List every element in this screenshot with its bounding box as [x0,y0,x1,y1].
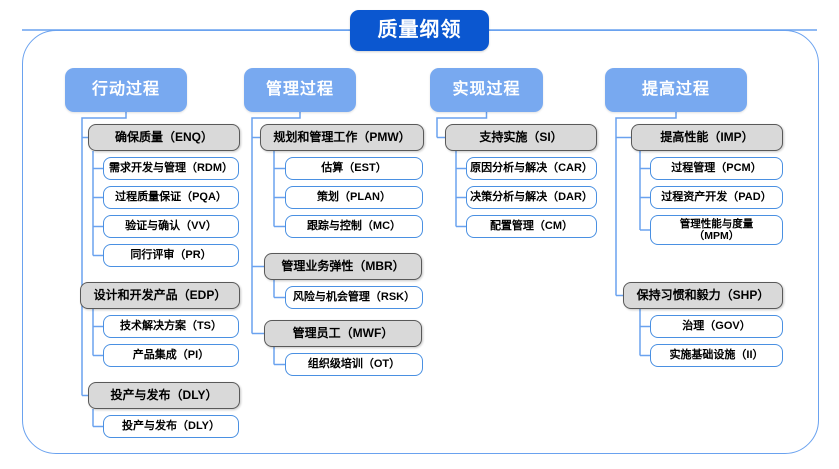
leaf-box-car[interactable]: 原因分析与解决（CAR） [466,157,597,180]
group-box-dly[interactable]: 投产与发布（DLY） [88,382,240,409]
leaf-box-pqa[interactable]: 过程质量保证（PQA） [103,186,239,209]
leaf-box-plan[interactable]: 策划（PLAN） [285,186,423,209]
leaf-box-mpm[interactable]: 管理性能与度量 （MPM） [650,215,783,245]
leaf-box-ii[interactable]: 实施基础设施（II） [650,344,783,367]
leaf-box-gov[interactable]: 治理（GOV） [650,315,783,338]
column-header-2[interactable]: 实现过程 [430,68,543,112]
leaf-box-pr[interactable]: 同行评审（PR） [103,244,239,267]
column-header-3[interactable]: 提高过程 [605,68,747,112]
leaf-box-mc[interactable]: 跟踪与控制（MC） [285,215,423,238]
leaf-box-est[interactable]: 估算（EST） [285,157,423,180]
group-box-imp[interactable]: 提高性能（IMP） [631,124,783,151]
group-box-mwf[interactable]: 管理员工（MWF） [264,320,422,347]
group-box-si[interactable]: 支持实施（SI） [445,124,597,151]
leaf-box-ot[interactable]: 组织级培训（OT） [285,353,423,376]
group-box-mbr[interactable]: 管理业务弹性（MBR） [264,253,422,280]
leaf-box-cm[interactable]: 配置管理（CM） [466,215,597,238]
group-box-pmw[interactable]: 规划和管理工作（PMW） [260,124,424,151]
leaf-box-vv[interactable]: 验证与确认（VV） [103,215,239,238]
group-box-enq[interactable]: 确保质量（ENQ） [88,124,240,151]
leaf-box-pad[interactable]: 过程资产开发（PAD） [650,186,783,209]
leaf-box-dar[interactable]: 决策分析与解决（DAR） [466,186,597,209]
group-box-edp[interactable]: 设计和开发产品（EDP） [80,282,240,309]
group-box-shp[interactable]: 保持习惯和毅力（SHP） [623,282,783,309]
leaf-box-dly-child[interactable]: 投产与发布（DLY） [103,415,239,438]
leaf-box-rdm[interactable]: 需求开发与管理（RDM） [103,157,239,180]
leaf-box-rsk[interactable]: 风险与机会管理（RSK） [285,286,423,309]
leaf-box-ts[interactable]: 技术解决方案（TS） [103,315,239,338]
column-header-1[interactable]: 管理过程 [244,68,356,112]
column-header-0[interactable]: 行动过程 [65,68,187,112]
leaf-box-pcm[interactable]: 过程管理（PCM） [650,157,783,180]
root-title: 质量纲领 [350,10,489,51]
leaf-box-pi[interactable]: 产品集成（PI） [103,344,239,367]
